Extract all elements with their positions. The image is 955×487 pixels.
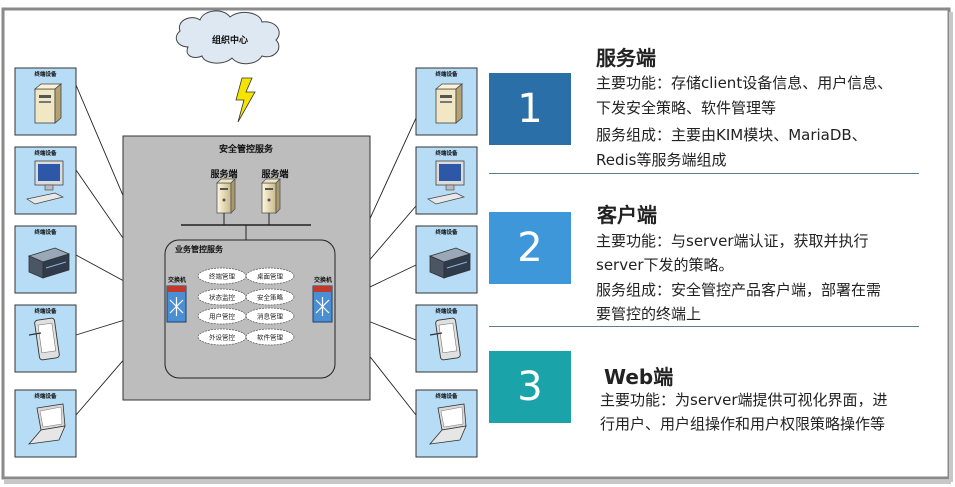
- module-6: 消息管理: [245, 307, 295, 325]
- org-center-cloud: 组织中心: [175, 10, 280, 65]
- rack-server-icon: [27, 247, 71, 279]
- section-2-line-4: 要管控的终端上: [596, 305, 702, 323]
- desktop-pc-icon: [427, 160, 466, 205]
- terminal-left-1-label: 终端设备: [33, 70, 57, 78]
- terminal-left-1: 终端设备: [14, 67, 77, 136]
- terminal-left-2-label: 终端设备: [33, 149, 57, 157]
- terminal-right-5-label: 终端设备: [434, 392, 458, 400]
- terminal-left-3-label: 终端设备: [33, 228, 57, 236]
- section-1-line-4: Redis等服务端组成: [596, 151, 727, 169]
- terminal-left-4-label: 终端设备: [33, 307, 57, 315]
- module-3: 状态监控: [197, 288, 247, 306]
- section-3-line-2: 行用户、用户组操作和用户权限策略操作等: [600, 415, 886, 433]
- business-service-title: 业务管控服务: [175, 244, 224, 254]
- section-1-line-1: 主要功能：存储client设备信息、用户信息、: [596, 74, 893, 92]
- module-8-label: 软件管理: [257, 333, 284, 342]
- server-1-label: 服务端: [210, 168, 237, 180]
- section-1-title: 服务端: [596, 46, 656, 70]
- terminal-left-4: 终端设备: [14, 304, 77, 373]
- switch-left-label: 交换机: [168, 276, 186, 284]
- module-6-label: 消息管理: [257, 312, 284, 321]
- module-2: 桌面管理: [245, 267, 295, 285]
- server-2-label: 服务端: [261, 168, 288, 180]
- server-2: 服务端: [261, 168, 289, 214]
- terminal-left-5: 终端设备: [14, 389, 77, 458]
- terminal-right-4-label: 终端设备: [434, 307, 458, 315]
- laptop-icon: [429, 403, 467, 445]
- module-2-label: 桌面管理: [257, 272, 284, 281]
- module-7: 外设管控: [197, 328, 247, 346]
- module-1: 终端管理: [197, 267, 247, 285]
- switch-right-label: 交换机: [314, 276, 332, 284]
- section-3-line-1: 主要功能：为server端提供可视化界面，进: [600, 391, 888, 409]
- server-tower-icon: [261, 178, 281, 214]
- section-1-divider: [489, 173, 919, 174]
- terminal-right-1: 终端设备: [415, 67, 478, 136]
- section-2-divider: [489, 326, 919, 327]
- module-3-label: 状态监控: [209, 293, 236, 302]
- rack-server-icon: [428, 247, 472, 279]
- module-1-label: 终端管理: [209, 272, 236, 281]
- module-4: 安全策略: [245, 288, 295, 306]
- terminal-left-5-label: 终端设备: [33, 392, 57, 400]
- section-1-line-2: 下发安全策略、软件管理等: [596, 99, 777, 117]
- server-tower-icon: [33, 83, 63, 124]
- section-2-line-1: 主要功能：与server端认证，获取并执行: [596, 232, 869, 250]
- lightning-icon: [235, 77, 256, 123]
- switch-left-icon: [166, 285, 187, 323]
- section-1-line-3: 服务组成：主要由KIM模块、MariaDB、: [596, 126, 867, 144]
- tablet-icon: [429, 317, 461, 361]
- org-center-label: 组织中心: [212, 34, 248, 46]
- server-tower-icon: [216, 178, 236, 214]
- module-5-label: 用户管控: [209, 312, 236, 321]
- terminal-right-4: 终端设备: [415, 304, 478, 373]
- section-2-line-2: server下发的策略。: [596, 256, 734, 274]
- terminal-right-1-label: 终端设备: [434, 70, 458, 78]
- section-1-number-box: 1: [489, 73, 571, 145]
- section-1-number: 1: [517, 86, 543, 132]
- terminal-left-3: 终端设备: [14, 225, 77, 294]
- section-3-number-box: 3: [489, 351, 571, 423]
- terminal-left-2: 终端设备: [14, 146, 77, 215]
- laptop-icon: [28, 403, 66, 445]
- section-2-title: 客户端: [597, 203, 657, 227]
- terminal-right-2: 终端设备: [415, 146, 478, 215]
- server-1: 服务端: [210, 168, 238, 214]
- section-3-number: 3: [517, 364, 543, 410]
- module-5: 用户管控: [197, 307, 247, 325]
- security-service-title: 安全管控服务: [219, 143, 274, 155]
- section-2-number: 2: [517, 225, 543, 271]
- section-2-line-3: 服务组成：安全管控产品客户端，部署在需: [596, 281, 882, 299]
- switch-right-icon: [312, 285, 333, 323]
- module-4-label: 安全策略: [257, 293, 284, 302]
- module-7-label: 外设管控: [209, 333, 236, 342]
- tablet-icon: [28, 317, 60, 361]
- section-2-number-box: 2: [489, 212, 571, 284]
- business-service-box: [164, 239, 336, 379]
- terminal-right-3: 终端设备: [415, 225, 478, 294]
- section-3-title: Web端: [604, 365, 674, 389]
- module-8: 软件管理: [245, 328, 295, 346]
- terminal-right-2-label: 终端设备: [434, 149, 458, 157]
- terminal-right-3-label: 终端设备: [434, 228, 458, 236]
- terminal-right-5: 终端设备: [415, 389, 478, 458]
- server-tower-icon: [434, 83, 464, 124]
- desktop-pc-icon: [26, 160, 65, 205]
